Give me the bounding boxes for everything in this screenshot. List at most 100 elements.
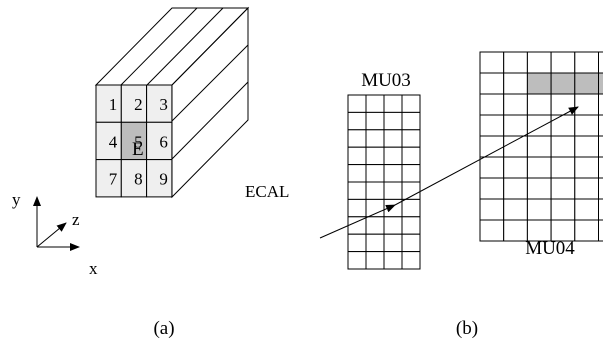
axis-triad: y z x [12, 190, 98, 278]
ecal-cell-number: 9 [159, 170, 168, 189]
detector-cell [347, 94, 367, 113]
detector-cell [365, 129, 385, 148]
caption-b: (b) [456, 318, 478, 339]
detector-cell [503, 198, 528, 221]
detector-cell [598, 156, 603, 179]
detector-cell [401, 111, 421, 131]
detector-cell [383, 164, 403, 183]
detector-cell [598, 219, 603, 242]
detector-cell [479, 51, 505, 74]
detector-cell [550, 135, 576, 158]
caption-a: (a) [153, 318, 174, 339]
detector-cell [479, 114, 505, 137]
detector-cell [574, 219, 599, 242]
detector-cell [383, 216, 403, 235]
detector-cell [365, 94, 385, 113]
detector-cell [598, 114, 603, 137]
detector-cell [383, 111, 403, 131]
detector-cell [365, 111, 385, 131]
detector-cell [503, 135, 528, 158]
detector-cell [550, 51, 576, 74]
y-axis-label: y [12, 190, 21, 209]
detector-cell [401, 129, 421, 148]
detector-cell [574, 156, 599, 179]
detector-cell [550, 156, 576, 179]
detector-cell [365, 251, 385, 270]
detector-cell [401, 233, 421, 253]
detector-cell [526, 93, 552, 116]
detector-cell [347, 146, 367, 166]
detector-cell [365, 164, 385, 183]
detector-cell [401, 198, 421, 218]
detector-cell [383, 181, 403, 200]
detector-cell [550, 93, 576, 116]
detector-cell [550, 177, 576, 200]
detector-cell [347, 251, 367, 270]
ecal-cell [146, 159, 173, 198]
detector-cell [365, 146, 385, 166]
detector-cell [503, 51, 528, 74]
detector-cell [503, 93, 528, 116]
detector-cell [574, 177, 599, 200]
detector-cell [526, 72, 552, 95]
detector-cell [503, 177, 528, 200]
detector-cell [401, 251, 421, 270]
detector-cell [526, 156, 552, 179]
mu03-label: MU03 [361, 70, 411, 91]
z-axis-arrow [36, 222, 67, 248]
detector-cell [574, 93, 599, 116]
detector-cell [526, 177, 552, 200]
panel-b: MU03 MU04 (b) [319, 51, 603, 339]
detector-cell [401, 164, 421, 183]
detector-cell [598, 51, 603, 74]
detector-cell [479, 219, 505, 242]
ecal-cell [120, 159, 148, 198]
x-axis-label: x [89, 259, 98, 278]
detector-cell [598, 177, 603, 200]
detector-cell [526, 198, 552, 221]
detector-cell [574, 114, 599, 137]
detector-cell [598, 72, 603, 95]
detector-cell [383, 251, 403, 270]
detector-cell [550, 198, 576, 221]
mu04-grid [479, 51, 603, 242]
ecal-cell-number: 3 [159, 95, 168, 114]
track-arrow-1 [319, 204, 396, 239]
track-arrow-2 [394, 106, 579, 206]
ecal-cell-number: 7 [109, 170, 118, 189]
detector-cell [503, 219, 528, 242]
ecal-side-face [171, 6, 249, 199]
detector-cell [598, 93, 603, 116]
detector-cell [347, 233, 367, 253]
ecal-cell [146, 84, 173, 123]
detector-cell [383, 198, 403, 218]
detector-cell [526, 114, 552, 137]
detector-cell [383, 146, 403, 166]
ecal-cell-number: 5 [134, 132, 143, 151]
detector-cell [479, 177, 505, 200]
detector-cell [503, 72, 528, 95]
z-axis-label: z [72, 210, 80, 229]
detector-cell [598, 198, 603, 221]
mu03-grid [347, 94, 421, 270]
detector-cell [598, 135, 603, 158]
detector-cell [479, 93, 505, 116]
detector-cell [550, 114, 576, 137]
ecal-cell-number: 4 [109, 132, 118, 151]
mu04-label: MU04 [525, 238, 575, 259]
ecal-cell-number: 2 [134, 95, 143, 114]
detector-cell [347, 181, 367, 200]
ecal-cell-number: 8 [134, 170, 143, 189]
detector-cell [383, 94, 403, 113]
detector-cell [365, 233, 385, 253]
detector-cell [574, 135, 599, 158]
detector-cell [526, 135, 552, 158]
ecal-label: ECAL [245, 182, 289, 201]
detector-cell [347, 129, 367, 148]
ecal-top-divider [120, 7, 198, 86]
ecal-top-divider [146, 7, 224, 86]
detector-cell [526, 51, 552, 74]
detector-cell [401, 216, 421, 235]
